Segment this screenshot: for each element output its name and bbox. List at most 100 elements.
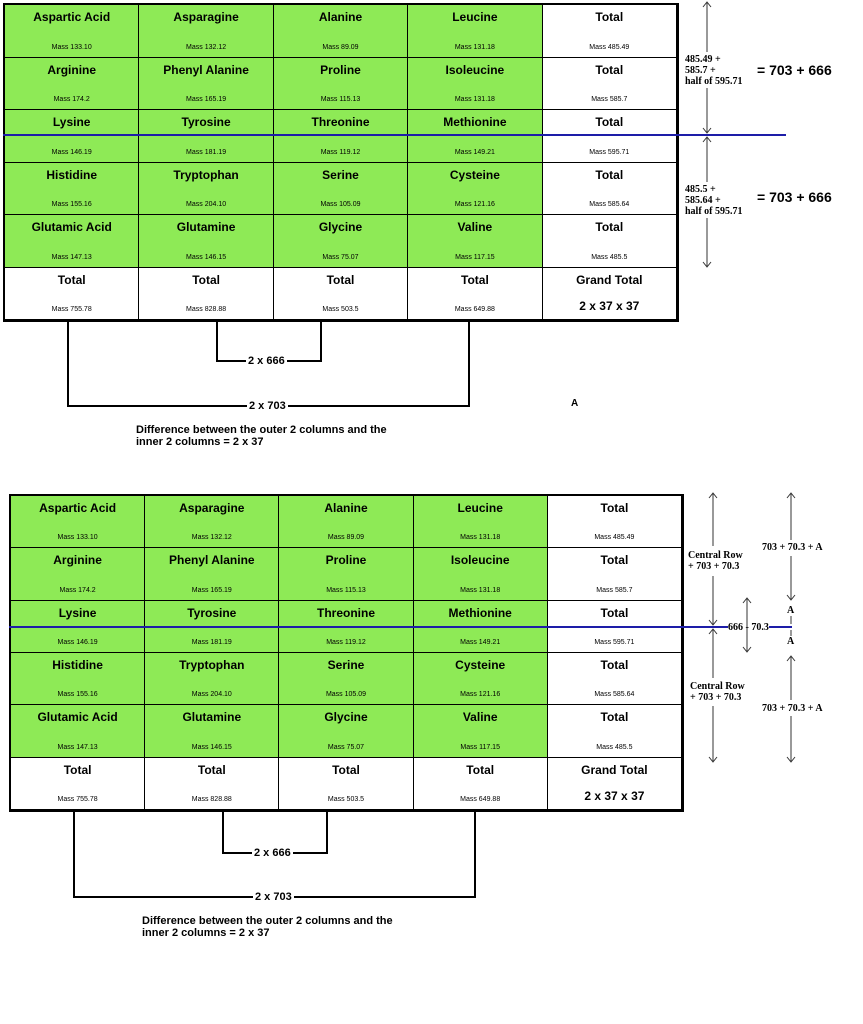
cell-mass: Mass 89.09	[327, 534, 365, 542]
cell-mass: Mass 149.21	[454, 148, 495, 156]
cell-mass: Mass 119.12	[320, 148, 361, 156]
cell-mass: Mass 117.15	[455, 253, 495, 261]
upper-sum-line3: half of 595.71	[685, 76, 743, 87]
cell-mass: Mass 121.16	[454, 201, 495, 208]
cell-name: Glycine	[324, 710, 368, 725]
cell-mass: Mass 155.16	[51, 201, 92, 208]
stray-a-label: A	[571, 398, 579, 409]
cell-mass: Mass 131.18	[454, 96, 495, 103]
cell-mass: Mass 595.71	[594, 638, 635, 646]
cell-mass: 2 x 37 x 37	[584, 788, 645, 803]
central-upper-line1: Central Row	[688, 550, 743, 561]
cell-mass: Mass 147.13	[57, 743, 98, 751]
cell-mass: Mass 165.19	[191, 586, 232, 594]
cell-mass: Mass 649.88	[460, 795, 501, 803]
cell-name: Total	[595, 115, 624, 129]
right-lower-annotation: 703 + 70.3 + A	[762, 703, 823, 714]
cell-name: Glutamic Acid	[31, 220, 112, 234]
cell-name: Methionine	[443, 115, 507, 129]
cell-mass: Mass 146.15	[191, 743, 232, 751]
cell-mass: Mass 585.64	[594, 691, 635, 699]
central-row-upper-annotation: Central Row + 703 + 70.3	[688, 550, 743, 572]
inner-bracket-label-top: 2 x 666	[246, 355, 287, 367]
difference-note-line2: inner 2 columns = 2 x 37	[142, 927, 270, 939]
cell-name: Asparagine	[173, 10, 239, 24]
upper-sum-line2: 585.7 +	[685, 65, 716, 76]
difference-note-line1: Difference between the outer 2 columns a…	[136, 424, 387, 436]
cell-name: Total	[63, 762, 92, 777]
cell-mass: Mass 105.09	[320, 201, 361, 208]
cell-name: Valine	[462, 710, 498, 725]
cell-mass: Mass 132.12	[191, 534, 232, 542]
cell-name: Serine	[322, 167, 359, 182]
cell-name: Glutamine	[182, 710, 242, 725]
difference-note-line2: inner 2 columns = 2 x 37	[136, 436, 264, 448]
cell-name: Tyrosine	[187, 605, 237, 620]
outer-bracket-label-bottom: 2 x 703	[253, 891, 294, 903]
central-divider-line-bottom	[9, 626, 792, 628]
cell-mass: Mass 828.88	[186, 306, 227, 313]
right-upper-annotation: 703 + 70.3 + A	[762, 542, 823, 553]
cell-mass: Mass 89.09	[322, 43, 359, 51]
cell-mass: Mass 828.88	[191, 795, 232, 803]
upper-sum-line1: 485.49 +	[685, 54, 721, 65]
cell-mass: Mass 649.88	[454, 306, 495, 313]
cell-name: Arginine	[53, 553, 102, 568]
central-upper-line2: + 703 + 70.3	[688, 561, 740, 572]
cell-mass: Mass 181.19	[186, 148, 227, 156]
cell-mass: Mass 585.64	[589, 201, 630, 208]
cell-name: Total	[192, 272, 220, 287]
inner-bracket-label-bottom: 2 x 666	[252, 847, 293, 859]
cell-mass: Mass 105.09	[325, 691, 367, 699]
cell-mass: Mass 131.18	[460, 534, 501, 542]
cell-name: Total	[600, 501, 629, 515]
central-lower-line2: + 703 + 70.3	[690, 692, 742, 703]
cell-name: Isoleucine	[450, 553, 510, 568]
cell-mass: Mass 146.15	[186, 253, 227, 261]
cell-name: Valine	[457, 220, 493, 234]
cell-name: Glutamine	[176, 220, 236, 234]
cell-mass: Mass 503.5	[327, 795, 365, 803]
cell-name: Total	[595, 10, 624, 24]
cell-mass: Mass 755.78	[51, 306, 92, 313]
cell-mass: Mass 146.19	[57, 638, 98, 646]
cell-mass: Mass 117.15	[460, 743, 500, 751]
central-lower-line1: Central Row	[690, 681, 745, 692]
cell-mass: Mass 146.19	[51, 148, 92, 156]
cell-name: Tyrosine	[181, 115, 231, 129]
cell-name: Glutamic Acid	[37, 710, 118, 725]
cell-name: Proline	[320, 62, 361, 77]
difference-note-top: Difference between the outer 2 columns a…	[136, 424, 387, 448]
cell-name: Total	[461, 272, 489, 287]
difference-note-line1: Difference between the outer 2 columns a…	[142, 915, 393, 927]
cell-mass: Mass 75.07	[327, 743, 365, 751]
